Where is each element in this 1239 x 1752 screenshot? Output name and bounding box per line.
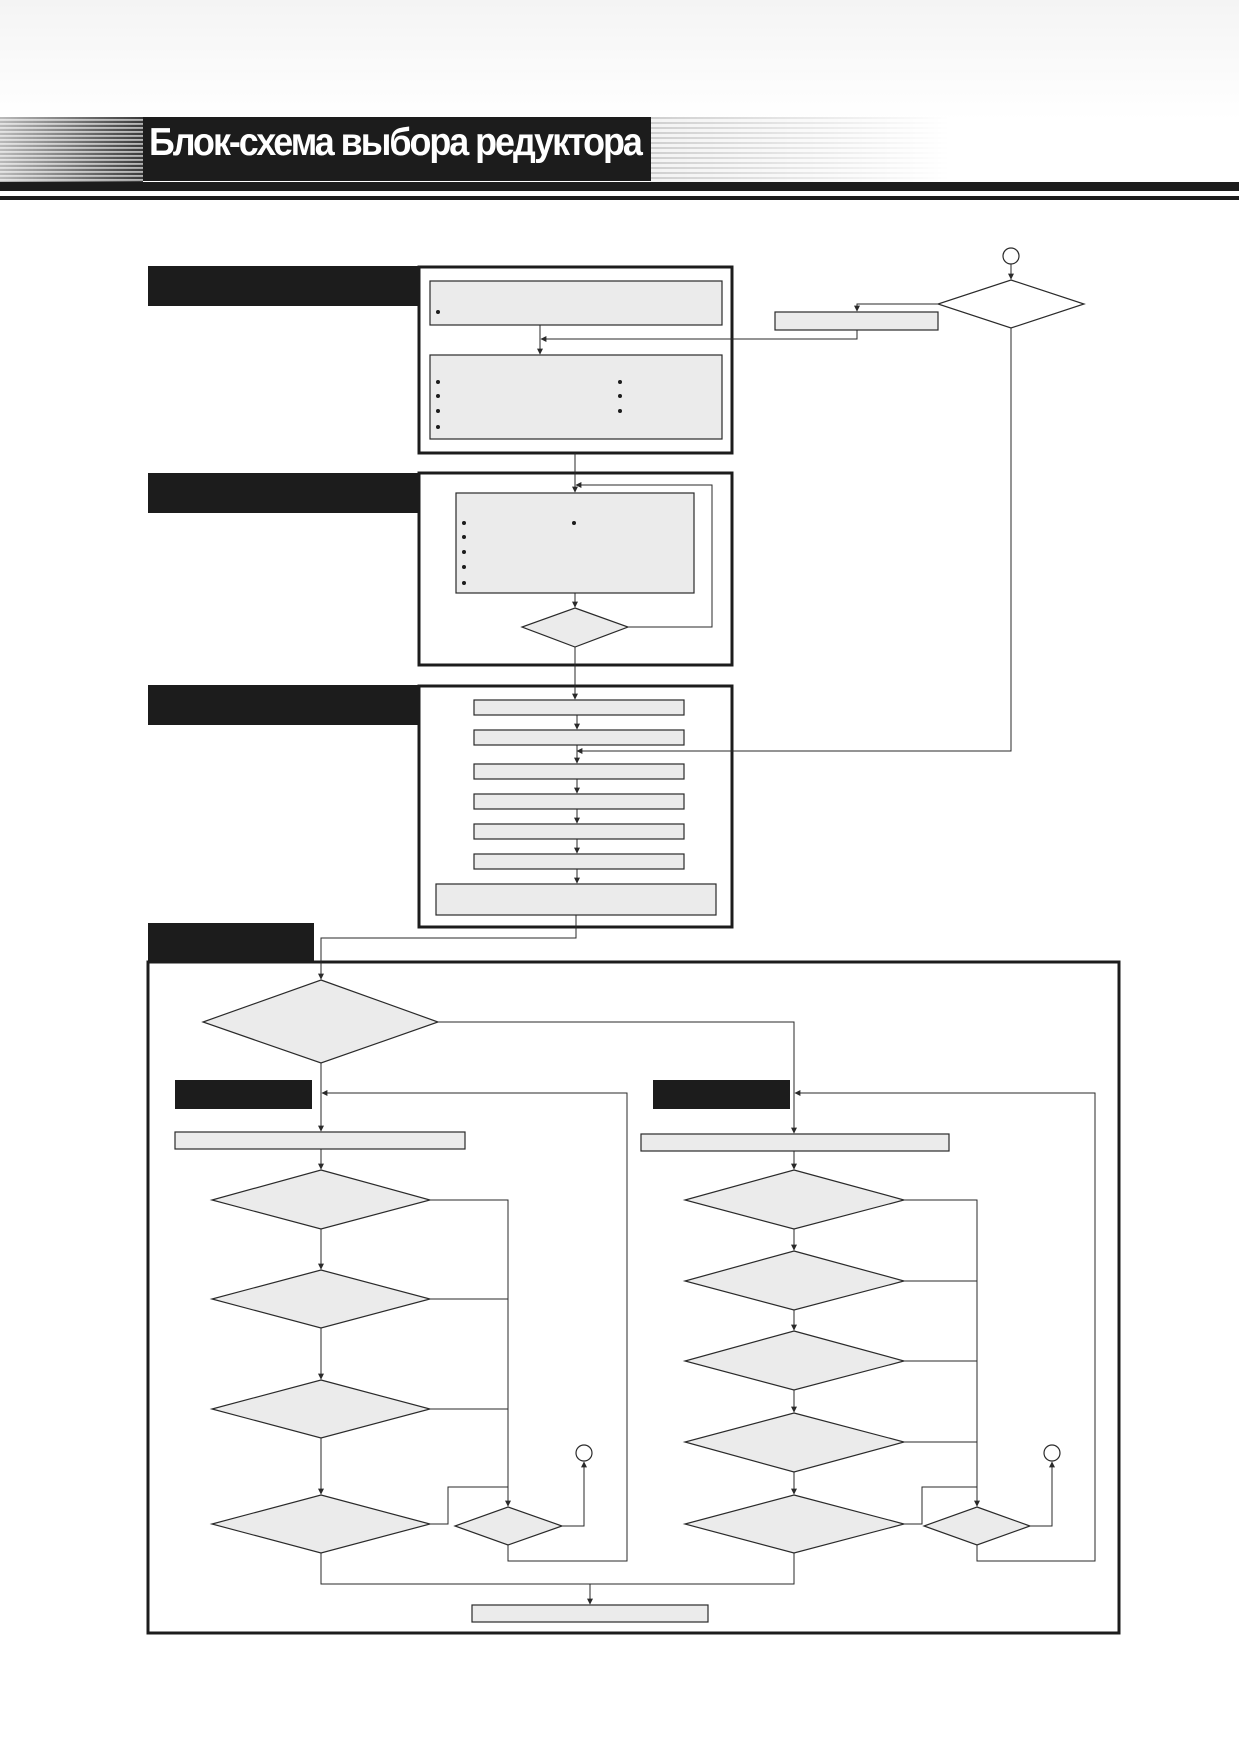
bullet: [462, 535, 466, 539]
section-3-step-4: [473, 793, 685, 810]
arrow: [430, 1486, 511, 1525]
section-1-box-1: [429, 280, 723, 326]
section-3-step-5: [473, 823, 685, 840]
section-3-step-2: [473, 729, 685, 746]
left-decision-3: [209, 1379, 433, 1439]
section-2-label-bar: [148, 473, 420, 513]
page-title: Блок-схема выбора редуктора: [149, 121, 643, 164]
left-decision-1: [209, 1169, 433, 1230]
arrow: [576, 328, 1012, 754]
section-2-decision: [520, 607, 630, 648]
arrow: [540, 330, 858, 342]
arrow: [318, 915, 577, 980]
left-decision-2: [209, 1269, 433, 1329]
bullet: [618, 394, 622, 398]
right-decision-4: [682, 1412, 907, 1473]
bullet: [462, 521, 466, 525]
bullet: [618, 380, 622, 384]
section-1-box-2: [429, 354, 723, 440]
arrow: [854, 303, 938, 312]
bullet: [436, 394, 440, 398]
line: [430, 1199, 509, 1506]
bullet: [436, 425, 440, 429]
decision-top-right: [936, 279, 1086, 329]
right-decision-1: [682, 1169, 907, 1230]
section-3-step-3: [473, 763, 685, 780]
final-result-box: [471, 1604, 709, 1623]
side-process-box: [774, 311, 939, 331]
arrow: [575, 482, 713, 628]
arrow: [1030, 1461, 1055, 1527]
right-branch-process: [640, 1133, 950, 1152]
left-decision-4: [209, 1494, 433, 1554]
left-branch-process: [174, 1131, 466, 1150]
title-bar: Блок-схема выбора редуктора: [143, 117, 651, 181]
bullet: [436, 409, 440, 413]
right-check-decision: [922, 1506, 1032, 1546]
header-rule-thick: [0, 182, 1239, 191]
line: [320, 1553, 795, 1585]
header-right-gradient: [650, 117, 950, 183]
arrow: [794, 1090, 1096, 1562]
arrow: [562, 1461, 587, 1527]
right-decision-5: [682, 1494, 907, 1554]
connector-lines: [318, 264, 1096, 1605]
section-2-box: [455, 492, 695, 594]
section-3-label-bar: [148, 685, 420, 725]
right-decision-3: [682, 1330, 907, 1391]
header-background: [0, 0, 1239, 120]
section-4-main-decision: [201, 979, 440, 1064]
bullet: [462, 581, 466, 585]
arrow: [438, 1021, 797, 1134]
section-3-step-1: [473, 699, 685, 716]
bullet: [618, 409, 622, 413]
left-check-decision: [453, 1506, 564, 1546]
header-left-gradient: [0, 117, 143, 183]
bullet: [436, 380, 440, 384]
bullet: [462, 565, 466, 569]
line: [904, 1199, 978, 1506]
section-4-frame: [146, 960, 1121, 1635]
section-3-result-box: [435, 883, 717, 916]
section-4-label-bar: [148, 923, 314, 963]
bullet: [462, 550, 466, 554]
left-end-connector: [575, 1444, 593, 1462]
start-connector: [1002, 247, 1020, 265]
header-rule-thin: [0, 196, 1239, 200]
left-branch-label-bar: [175, 1080, 312, 1109]
section-3-step-6: [473, 853, 685, 870]
bullet: [436, 310, 440, 314]
right-decision-2: [682, 1250, 907, 1311]
section-1-label-bar: [148, 266, 420, 306]
right-end-connector: [1043, 1444, 1061, 1462]
arrow: [321, 1090, 628, 1562]
right-branch-label-bar: [653, 1080, 790, 1109]
arrow: [904, 1486, 980, 1525]
bullet: [572, 521, 576, 525]
